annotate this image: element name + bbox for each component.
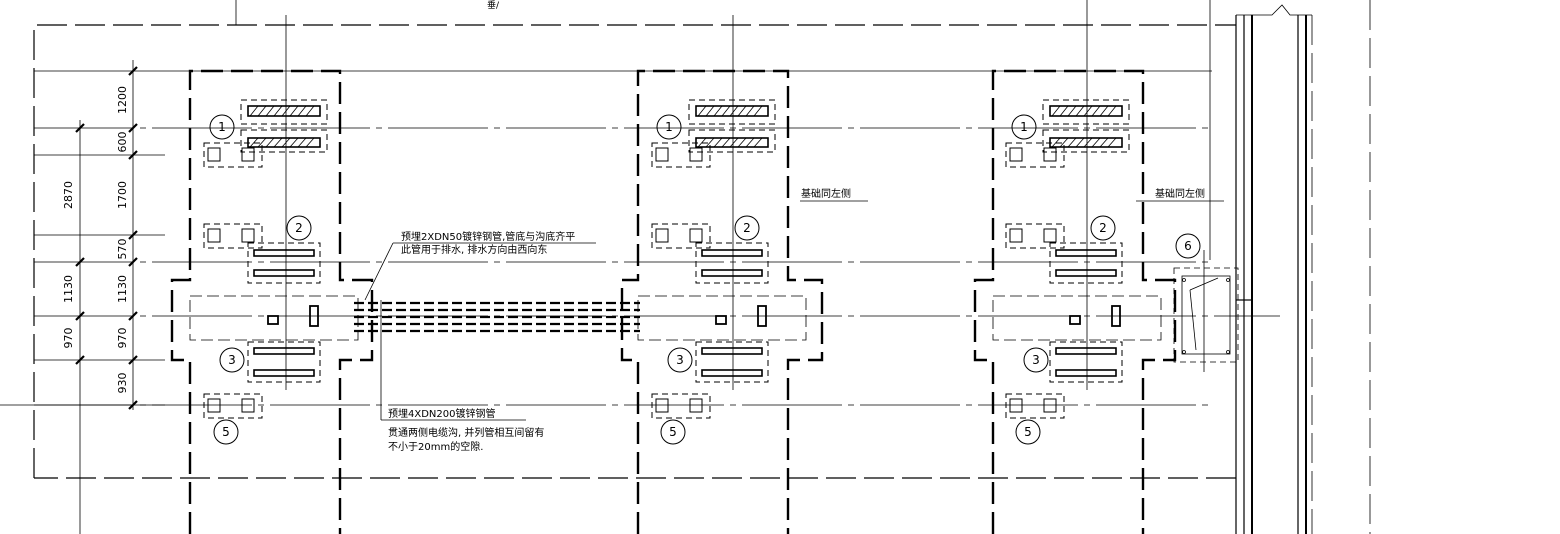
dim-1130-inner: 1130 [116, 275, 129, 303]
note-main-pipe-line2: 贯通两侧电缆沟, 并列管相互间留有 [388, 426, 544, 439]
note-drain-pipe-line1: 预埋2XDN50镀锌钢管,管底与沟底齐平 [401, 230, 575, 243]
plan-linework: 垂/ [0, 0, 1371, 534]
axis-lines [235, 0, 1088, 420]
bubble-1-a: 1 [218, 120, 226, 134]
plate-hatching [249, 105, 1117, 148]
dim-1200: 1200 [116, 86, 129, 114]
note-drain-pipe-line2: 此管用于排水, 排水方向由西向东 [401, 243, 547, 256]
bubble-5-c: 5 [1024, 425, 1032, 439]
foundation-outlines [170, 69, 1177, 534]
dim-1130-outer: 1130 [62, 275, 75, 303]
dim-600: 600 [116, 132, 129, 153]
right-wall-lines [1209, 0, 1371, 534]
note-foundation-same-left-a: 基础同左侧 [801, 187, 851, 200]
dimension-labels: 1200 600 1700 570 1130 970 930 2870 1130… [62, 86, 129, 394]
detail-6-box [1173, 250, 1239, 372]
outer-dashed-boundary [33, 24, 1236, 479]
dim-2870: 2870 [62, 181, 75, 209]
note-leaders [364, 200, 1224, 421]
bubble-2-a: 2 [295, 221, 303, 235]
dim-970-inner: 970 [116, 328, 129, 349]
bubble-5-a: 5 [222, 425, 230, 439]
dim-1700: 1700 [116, 181, 129, 209]
pipe-bundle [354, 301, 640, 333]
top-fragment-text: 垂/ [487, 0, 500, 11]
dim-970-outer: 970 [62, 328, 75, 349]
note-labels: 预埋2XDN50镀锌钢管,管底与沟底齐平 此管用于排水, 排水方向由西向东 预埋… [388, 187, 1205, 453]
bubble-3-a: 3 [228, 353, 236, 367]
bubble-labels: 1 1 1 2 2 2 3 3 3 5 5 5 6 [218, 120, 1192, 439]
dimension-lines [0, 60, 165, 534]
note-foundation-same-left-b: 基础同左侧 [1155, 187, 1205, 200]
note-main-pipe-line3: 不小于20mm的空隙. [388, 440, 483, 453]
note-main-pipe-line1: 预埋4XDN200镀锌钢管 [388, 407, 495, 420]
embedded-plates [203, 99, 1130, 419]
bubble-3-c: 3 [1032, 353, 1040, 367]
bubble-2-c: 2 [1099, 221, 1107, 235]
dim-570: 570 [116, 239, 129, 260]
bubble-circles [209, 114, 1201, 445]
inner-trench-boxes [189, 295, 1162, 341]
dim-930: 930 [116, 373, 129, 394]
bubble-1-b: 1 [665, 120, 673, 134]
bubble-2-b: 2 [743, 221, 751, 235]
bubble-6: 6 [1184, 239, 1192, 253]
bubble-3-b: 3 [676, 353, 684, 367]
bubble-1-c: 1 [1020, 120, 1028, 134]
bubble-5-b: 5 [669, 425, 677, 439]
